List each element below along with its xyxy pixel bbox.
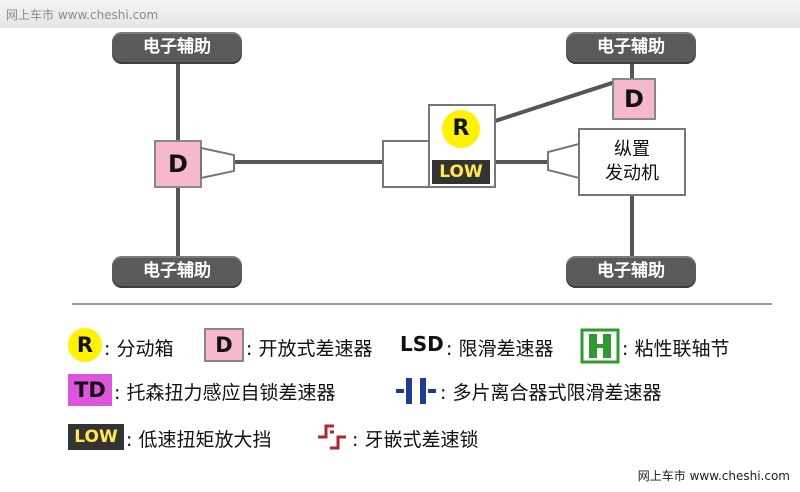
top-banner: 网上车市 www.cheshi.com bbox=[0, 0, 800, 28]
legend-r-symbol: R bbox=[68, 328, 102, 362]
legend-r-text: : 分动箱 bbox=[104, 338, 174, 360]
viscous-coupling-icon bbox=[580, 328, 620, 364]
transfer-to-engine-shaft bbox=[496, 160, 552, 164]
wheel-front-left-top: 电子辅助 bbox=[112, 32, 242, 64]
wheel-label: 电子辅助 bbox=[597, 261, 665, 281]
legend-d-symbol: D bbox=[204, 328, 244, 362]
front-driveshaft bbox=[232, 160, 384, 164]
front-open-differential: D bbox=[154, 140, 202, 188]
multiplate-clutch-icon bbox=[396, 378, 436, 404]
transfer-to-rear-diff-shaft bbox=[491, 79, 617, 124]
legend-d-text: : 开放式差速器 bbox=[246, 338, 373, 360]
engine-flange bbox=[547, 142, 580, 180]
rear-open-differential: D bbox=[612, 78, 656, 120]
engine-label-line1: 纵置 bbox=[614, 139, 650, 160]
engine-label-line2: 发动机 bbox=[605, 163, 659, 184]
rear-right-axle-upper bbox=[630, 62, 634, 84]
legend-low-text: : 低速扭矩放大挡 bbox=[126, 429, 272, 451]
transfer-case-r-symbol: R bbox=[442, 110, 480, 148]
wheel-label: 电子辅助 bbox=[597, 37, 665, 57]
legend-separator bbox=[72, 303, 772, 305]
dog-clutch-locker-icon bbox=[318, 424, 346, 450]
longitudinal-engine: 纵置 发动机 bbox=[578, 128, 686, 196]
wheel-label: 电子辅助 bbox=[143, 37, 211, 57]
wheel-front-left-bottom: 电子辅助 bbox=[112, 256, 242, 288]
wheel-label: 电子辅助 bbox=[143, 261, 211, 281]
legend-td-text: : 托森扭力感应自锁差速器 bbox=[114, 382, 336, 404]
watermark-bottom: 网上车市 www.cheshi.com bbox=[637, 469, 790, 483]
legend-multiplate-text: : 多片离合器式限滑差速器 bbox=[440, 382, 662, 404]
front-left-axle-lower bbox=[176, 186, 180, 260]
wheel-rear-right-bottom: 电子辅助 bbox=[566, 256, 696, 288]
transfer-case-coupler bbox=[382, 140, 430, 188]
low-range-badge: LOW bbox=[432, 160, 490, 184]
legend-low-symbol: LOW bbox=[68, 424, 124, 450]
legend-td-symbol: TD bbox=[68, 374, 112, 406]
front-diff-flange bbox=[200, 146, 235, 180]
legend-lsd-text: : 限滑差速器 bbox=[446, 338, 554, 360]
wheel-rear-right-top: 电子辅助 bbox=[566, 32, 696, 64]
rear-right-axle-lower bbox=[630, 194, 634, 260]
legend-lsd-symbol: LSD bbox=[400, 332, 444, 356]
front-left-axle-upper bbox=[176, 62, 180, 142]
legend-locker-text: : 牙嵌式差速锁 bbox=[352, 429, 479, 451]
watermark-top: 网上车市 www.cheshi.com bbox=[6, 8, 159, 22]
legend-coupling-text: : 粘性联轴节 bbox=[622, 338, 730, 360]
